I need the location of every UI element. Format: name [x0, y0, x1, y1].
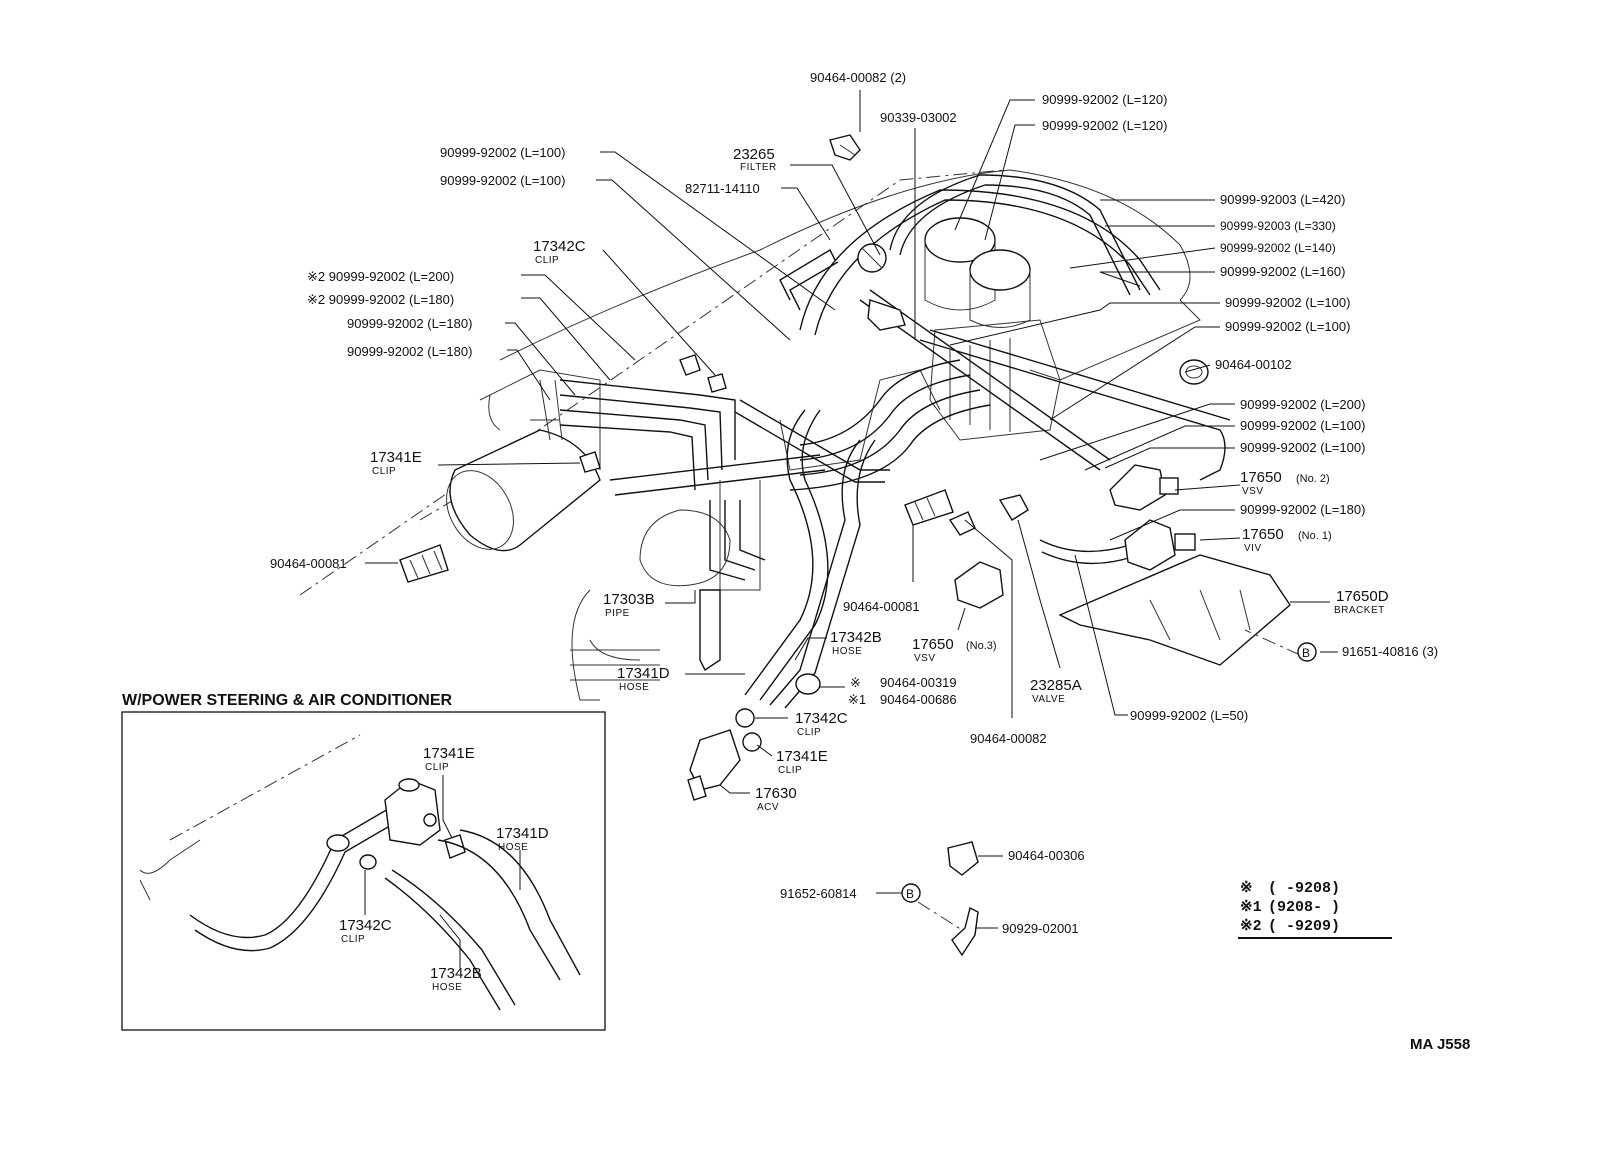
- label-17650-no1-sub: VIV: [1244, 543, 1262, 554]
- label-17341e-mid: 17341E: [776, 748, 828, 765]
- label-17650-no3: 17650: [912, 636, 954, 653]
- label-17342c-mid: 17342C: [795, 710, 848, 727]
- label-90464-00102: 90464-00102: [1215, 357, 1292, 372]
- label-90999-180-r: 90999-92002 (L=180): [1240, 502, 1365, 517]
- label-17341d-sub: HOSE: [619, 682, 649, 693]
- label-17342c-top-sub: CLIP: [535, 255, 559, 266]
- label-17630: 17630: [755, 785, 797, 802]
- label-90464-00319: 90464-00319: [880, 675, 957, 690]
- label-17650-no2-tag: (No. 2): [1296, 473, 1330, 485]
- label-90999-50: 90999-92002 (L=50): [1130, 708, 1248, 723]
- inset-title: W/POWER STEERING & AIR CONDITIONER: [122, 692, 453, 709]
- label-91652-60814: 91652-60814: [780, 886, 857, 901]
- label-90464-00082-bottom: 90464-00082: [970, 731, 1047, 746]
- inset-power-steering: W/POWER STEERING & AIR CONDITIONER 17341…: [121, 692, 606, 1031]
- marker-b-bottom-text: B: [906, 887, 914, 901]
- label-17650-no1: 17650: [1242, 526, 1284, 543]
- legend-mark-0: ※: [1240, 880, 1253, 897]
- label-90929-02001: 90929-02001: [1002, 921, 1079, 936]
- diagram-code: MA J558: [1410, 1036, 1470, 1053]
- label-17341d: 17341D: [617, 665, 670, 682]
- label-23285a: 23285A: [1030, 677, 1082, 694]
- label-17630-sub: ACV: [757, 802, 779, 813]
- label-17303b: 17303B: [603, 591, 655, 608]
- label-90999-100-a: 90999-92002 (L=100): [440, 145, 565, 160]
- label-90999-180-a: 90999-92002 (L=180): [347, 316, 472, 331]
- label-90464-00081-left: 90464-00081: [270, 556, 347, 571]
- label-90464-00081-mid: 90464-00081: [843, 599, 920, 614]
- legend-range-0: ( -9208): [1268, 880, 1340, 897]
- label-17650-no3-sub: VSV: [914, 653, 936, 664]
- legend-mark-2: ※2: [1240, 918, 1262, 935]
- label-23265: 23265: [733, 146, 775, 163]
- label-17303b-sub: PIPE: [605, 608, 630, 619]
- legend-mark-1: ※1: [1240, 899, 1262, 916]
- label-17341e-top-sub: CLIP: [372, 466, 396, 477]
- label-90999-330: 90999-92003 (L=330): [1220, 219, 1336, 233]
- label-90999-200-r: 90999-92002 (L=200): [1240, 397, 1365, 412]
- label-90999-120-b: 90999-92002 (L=120): [1042, 118, 1167, 133]
- label-17342b: 17342B: [830, 629, 882, 646]
- component-drawings: [399, 134, 1291, 957]
- label-17650d: 17650D: [1336, 588, 1389, 605]
- legend-range-1: (9208- ): [1268, 899, 1340, 916]
- label-90464-00686-mark: ※1: [848, 692, 866, 707]
- label-17341e-mid-sub: CLIP: [778, 765, 802, 776]
- label-90999-100-r2: 90999-92002 (L=100): [1225, 319, 1350, 334]
- part-labels: 90464-00082 (2) 90999-92002 (L=120) 9033…: [270, 70, 1438, 936]
- label-82711-14110: 82711-14110: [685, 181, 760, 196]
- label-90999-100-r4: 90999-92002 (L=100): [1240, 440, 1365, 455]
- label-90999-420: 90999-92003 (L=420): [1220, 192, 1345, 207]
- inset-label-17342b: 17342B: [430, 965, 482, 982]
- label-90999-140: 90999-92002 (L=140): [1220, 241, 1336, 255]
- label-23285a-sub: VALVE: [1032, 694, 1065, 705]
- label-17342b-sub: HOSE: [832, 646, 862, 657]
- legend: ※ ( -9208) ※1 (9208- ) ※2 ( -9209): [1238, 880, 1392, 939]
- label-90464-00686: 90464-00686: [880, 692, 957, 707]
- label-90999-100-r3: 90999-92002 (L=100): [1240, 418, 1365, 433]
- label-90999-100-r1: 90999-92002 (L=100): [1225, 295, 1350, 310]
- inset-label-17341e-sub: CLIP: [425, 762, 449, 773]
- inset-label-17342c-sub: CLIP: [341, 934, 365, 945]
- label-17650d-sub: BRACKET: [1334, 605, 1385, 616]
- legend-range-2: ( -9209): [1268, 918, 1340, 935]
- label-90464-00082-top: 90464-00082 (2): [810, 70, 906, 85]
- label-17342c-top: 17342C: [533, 238, 586, 255]
- label-17341e-top: 17341E: [370, 449, 422, 466]
- label-23265-sub: FILTER: [740, 162, 777, 173]
- label-90999-180-b: 90999-92002 (L=180): [347, 344, 472, 359]
- inset-frame: [121, 711, 606, 1031]
- label-17342c-mid-sub: CLIP: [797, 727, 821, 738]
- inset-label-17341e: 17341E: [423, 745, 475, 762]
- label-90999-120-a: 90999-92002 (L=120): [1042, 92, 1167, 107]
- marker-b-right-text: B: [1302, 646, 1310, 660]
- label-17650-no2-sub: VSV: [1242, 486, 1264, 497]
- label-90999-160: 90999-92002 (L=160): [1220, 264, 1345, 279]
- inset-label-17342b-sub: HOSE: [432, 982, 462, 993]
- label-17650-no1-tag: (No. 1): [1298, 530, 1332, 542]
- label-90999-180-star2: ※2 90999-92002 (L=180): [307, 292, 454, 307]
- inset-label-17341d-sub: HOSE: [498, 842, 528, 853]
- inset-label-17341d: 17341D: [496, 825, 549, 842]
- label-90464-00319-mark: ※: [850, 675, 861, 690]
- label-17650-no3-tag: (No.3): [966, 640, 997, 652]
- label-17650-no2: 17650: [1240, 469, 1282, 486]
- label-90339-03002: 90339-03002: [880, 110, 957, 125]
- label-90999-100-b: 90999-92002 (L=100): [440, 173, 565, 188]
- label-91651-40816: 91651-40816 (3): [1342, 644, 1438, 659]
- leader-lines: [365, 90, 1338, 931]
- marker-b-bottom: [901, 883, 921, 903]
- label-90999-200-star2: ※2 90999-92002 (L=200): [307, 269, 454, 284]
- marker-b-right: [1297, 642, 1317, 662]
- label-90464-00306: 90464-00306: [1008, 848, 1085, 863]
- inset-label-17342c: 17342C: [339, 917, 392, 934]
